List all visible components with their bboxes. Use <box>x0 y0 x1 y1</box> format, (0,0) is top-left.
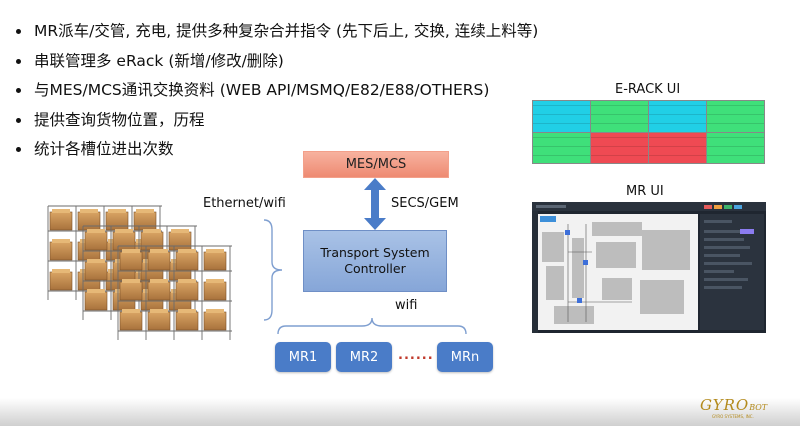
controller-label-line2: Controller <box>344 261 406 276</box>
mr1-node: MR1 <box>275 342 331 372</box>
secs-gem-label: SECS/GEM <box>391 196 459 211</box>
secs-gem-arrow <box>364 178 386 230</box>
mr-ui-title: MR UI <box>626 184 664 199</box>
mes-mcs-box: MES/MCS <box>303 151 449 178</box>
left-bracket <box>263 219 283 321</box>
mr-ellipsis: ...... <box>398 348 434 363</box>
bullet-item: 与MES/MCS通讯交换资料 (WEB API/MSMQ/E82/E88/OTH… <box>8 81 538 100</box>
mr2-node: MR2 <box>336 342 392 372</box>
logo-suffix: BOT <box>749 403 768 412</box>
bullet-item: 串联管理多 eRack (新增/修改/删除) <box>8 52 538 71</box>
erack-ui-screenshot <box>532 100 765 164</box>
bullet-item: MR派车/交管, 充电, 提供多种复杂合并指令 (先下后上, 交换, 连续上料等… <box>8 22 538 41</box>
erack-slot-cell <box>533 132 590 163</box>
ethernet-wifi-label: Ethernet/wifi <box>203 196 286 211</box>
transport-system-controller-box: Transport System Controller <box>303 230 447 292</box>
bottom-shadow-band <box>0 398 800 426</box>
erack-slot-cell <box>533 101 590 132</box>
mrn-node: MRn <box>437 342 493 372</box>
mr-ui-map <box>532 202 766 333</box>
erack-slot-cell <box>591 132 648 163</box>
logo-subtitle: GYRO SYSTEMS, INC. <box>712 414 754 419</box>
logo-text: GYRO <box>700 396 750 414</box>
mr-ui-screenshot <box>532 202 766 333</box>
erack-ui-title: E-RACK UI <box>615 82 681 97</box>
erack-slot-cell <box>591 101 648 132</box>
feature-bullet-list: MR派车/交管, 充电, 提供多种复杂合并指令 (先下后上, 交换, 连续上料等… <box>8 22 538 170</box>
erack-slot-cell <box>649 101 706 132</box>
erack-slot-cell <box>707 101 764 132</box>
gyrobot-logo: GYROBOT <box>700 396 767 414</box>
bullet-item: 提供查询货物位置，历程 <box>8 111 538 130</box>
wifi-label: wifi <box>395 298 418 313</box>
rack-illustration <box>47 205 232 340</box>
bullet-item: 统计各槽位进出次数 <box>8 140 538 159</box>
erack-slot-cell <box>649 132 706 163</box>
bottom-bracket <box>277 317 467 335</box>
erack-slot-cell <box>707 132 764 163</box>
controller-label-line1: Transport System <box>320 245 430 260</box>
